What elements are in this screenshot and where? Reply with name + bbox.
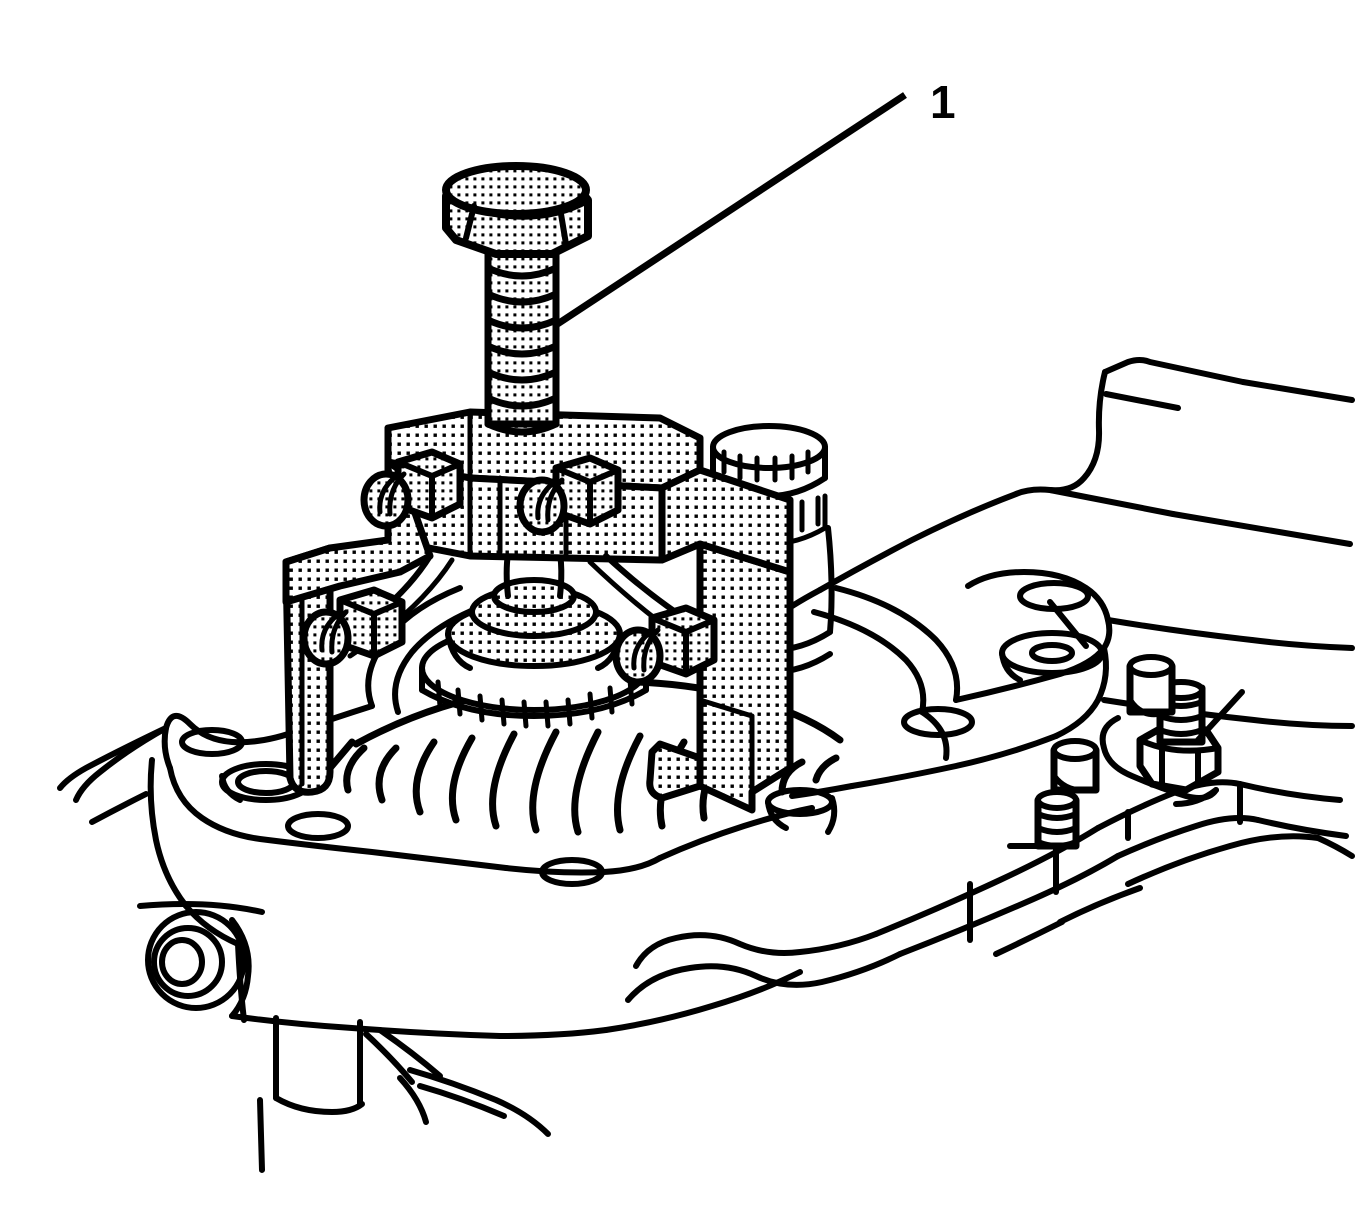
dowel-pin-middle [1050, 738, 1100, 794]
callout-1-leader-line [554, 92, 907, 328]
hex-nut-stud [1099, 654, 1245, 807]
puller-clamp-bolt-lower-right [612, 604, 718, 686]
illustration-linework [57, 92, 1355, 1173]
puller-center-forcing-bolt [442, 162, 592, 436]
puller-clamp-bolt-upper-right [516, 454, 622, 536]
loose-hardware [1007, 654, 1245, 850]
transaxle-housing [57, 357, 1355, 1173]
dowel-pin-threaded [1007, 789, 1080, 850]
puller-tool [282, 162, 794, 814]
gear-hub-stack [419, 533, 649, 729]
puller-leg-left [282, 544, 334, 796]
callout-label-1: 1 [930, 76, 956, 128]
puller-clamp-bolt-lower-left [300, 586, 406, 668]
puller-clamp-bolt-upper-left [360, 448, 464, 530]
